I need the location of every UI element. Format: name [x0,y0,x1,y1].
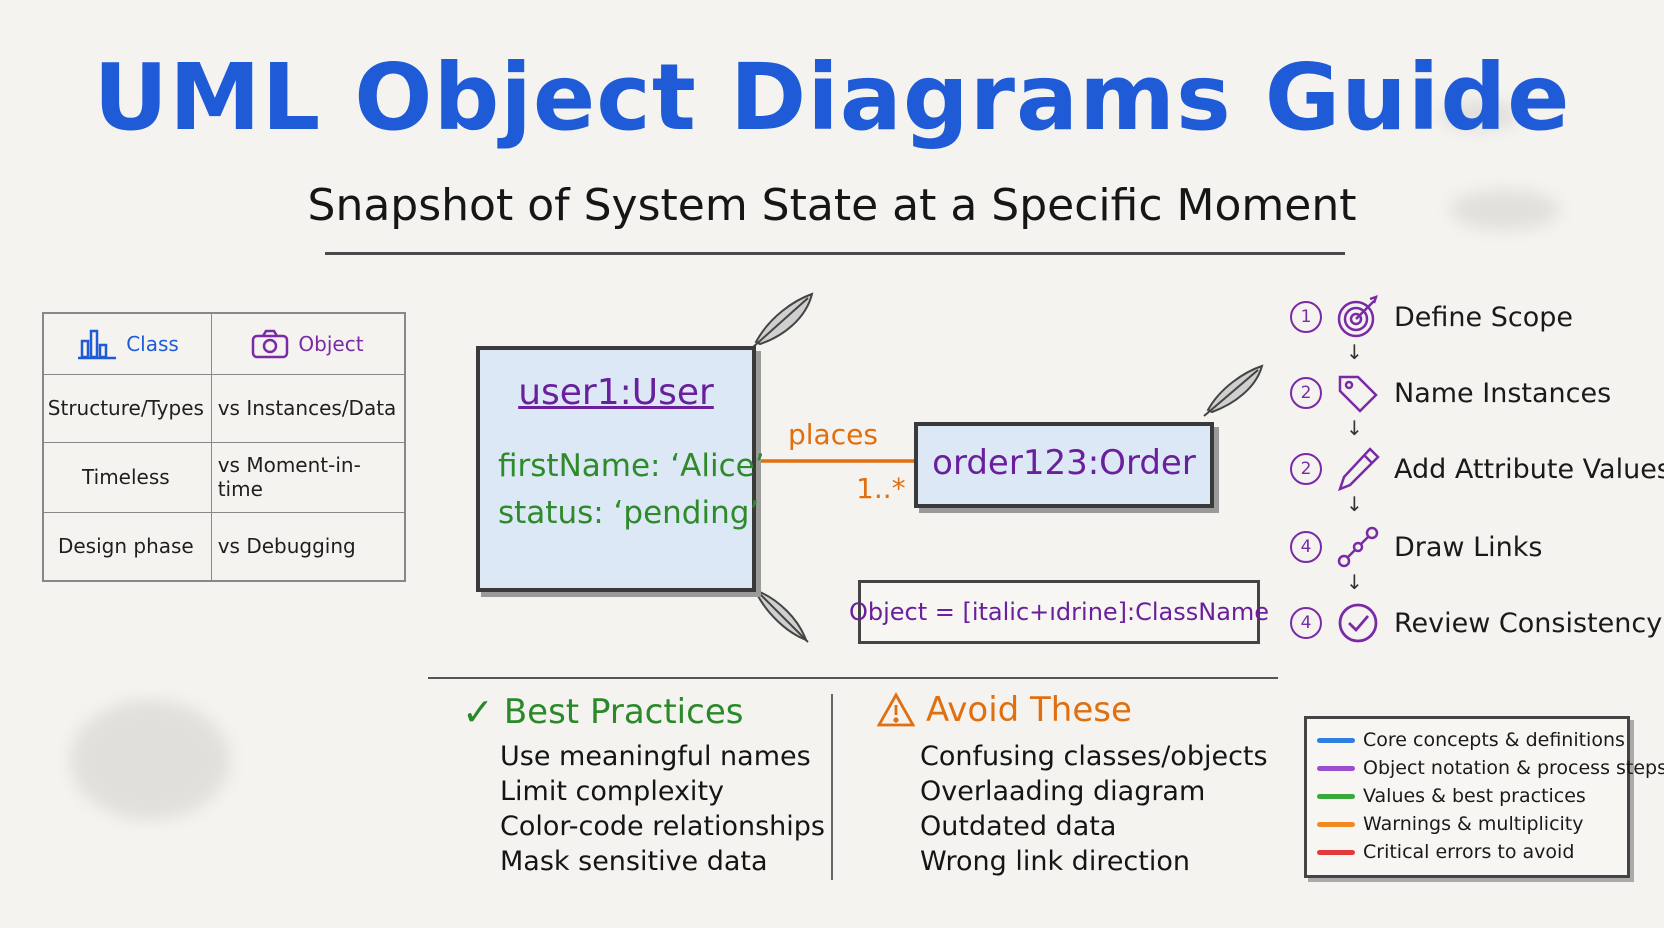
tag-icon [1338,375,1378,413]
class-header-label: Class [126,332,179,356]
step-label: Draw Links [1394,531,1543,563]
list-item: Outdated data [920,811,1117,842]
step-label: Add Attribute Values [1394,453,1664,485]
legend-item: Critical errors to avoid [1317,839,1574,865]
pencil-icon [1337,447,1380,492]
class-header: Class [44,327,211,361]
step-arrow-icon: ↓ [1346,340,1363,364]
smudge-top-right [1440,100,1520,130]
table-column-divider [211,314,212,580]
legend-swatch [1317,793,1355,799]
table-cell: vs Debugging [217,534,356,558]
order-object-name: order123:Order [932,443,1196,483]
step-label: Define Scope [1394,301,1573,333]
list-item: Color-code relationships [500,811,825,842]
user-attribute-status: status: ‘pending’ [498,495,760,531]
avoid-list: Confusing classes/objects Overlaading di… [920,739,1268,879]
feather-icon [751,292,814,349]
step-label: Name Instances [1394,377,1612,409]
list-item: Overlaading diagram [920,776,1206,807]
link-multiplicity: 1..* [856,472,906,505]
user-attribute-firstname: firstName: ‘Alice’ [498,448,765,484]
table-rule [44,374,404,375]
table-cell: vs Moment-in-time [217,453,361,501]
table-cell: vs Instances/Data [217,396,397,420]
step-number: 1 [1290,301,1322,333]
legend-item: Warnings & multiplicity [1317,811,1584,837]
target-icon [1337,295,1378,338]
best-practices-heading: ✓ Best Practices [462,690,743,734]
table-header-row: Class Object [44,314,404,374]
class-vs-object-table: Class Object Structure/Types vs Instance… [42,312,406,582]
step-arrow-icon: ↓ [1346,416,1363,440]
step-number: 2 [1290,453,1322,485]
warning-icon [876,692,916,727]
object-header-label: Object [298,332,364,356]
step-review-consistency: 4 Review Consistency [1290,598,1662,648]
link-label: places [788,418,878,451]
list-item: Mask sensitive data [500,846,768,877]
camera-icon [252,329,289,359]
best-practices-title: Best Practices [503,692,744,732]
step-number: 4 [1290,531,1322,563]
step-number: 4 [1290,607,1322,639]
feather-icon [1203,364,1264,417]
list-item: Use meaningful names [500,741,811,772]
object-header: Object [211,328,403,360]
feather-icon [753,587,809,643]
bar-chart-icon [78,329,117,360]
smudge-left [70,700,230,820]
table-row: Design phase vs Debugging [44,514,404,578]
list-item: Wrong link direction [920,846,1190,877]
table-cell: Timeless [82,465,170,489]
legend-swatch [1317,849,1355,855]
user-object-name: user1:User [518,372,714,413]
avoid-heading: Avoid These [876,690,1132,730]
list-item: Confusing classes/objects [920,741,1268,772]
table-rule [44,442,404,443]
step-add-attribute-values: 2 Add Attribute Values [1290,444,1664,494]
legend-swatch [1317,821,1355,827]
legend-label: Core concepts & definitions [1363,729,1625,751]
legend-label: Values & best practices [1363,785,1586,807]
legend-item: Object notation & process steps [1317,755,1664,781]
section-divider [428,677,1278,679]
notation-box: Object = [italic+ıdrine]:ClassName [849,580,1269,644]
step-arrow-icon: ↓ [1346,570,1363,594]
color-legend: Core concepts & definitions Object notat… [1304,716,1664,878]
table-row: Timeless vs Moment-in-time [44,444,404,510]
list-item: Limit complexity [500,776,725,807]
legend-item: Core concepts & definitions [1317,727,1625,753]
step-label: Review Consistency [1394,607,1663,639]
smudge-right [1450,190,1560,230]
step-draw-links: 4 Draw Links [1290,522,1542,572]
legend-item: Values & best practices [1317,783,1586,809]
column-divider [831,694,833,880]
order-object-box: order123:Order [914,422,1214,508]
avoid-title: Avoid These [926,690,1132,730]
step-define-scope: 1 Define Scope [1290,292,1573,342]
table-rule [44,512,404,513]
step-arrow-icon: ↓ [1346,492,1363,516]
legend-swatch [1317,765,1355,771]
checkmark-icon: ✓ [462,690,494,734]
legend-swatch [1317,737,1355,743]
legend-label: Critical errors to avoid [1363,841,1575,863]
page-title: UML Object Diagrams Guide [93,44,1571,151]
link-icon [1337,526,1379,568]
legend-label: Warnings & multiplicity [1363,813,1584,835]
table-cell: Design phase [57,534,194,558]
legend-label: Object notation & process steps [1363,757,1664,779]
check-circle-icon [1338,603,1378,643]
table-row: Structure/Types vs Instances/Data [44,376,404,440]
step-name-instances: 2 Name Instances [1290,368,1611,418]
subtitle-underline [325,252,1345,255]
step-number: 2 [1290,377,1322,409]
user-object-box: user1:User firstName: ‘Alice’ status: ‘p… [476,346,765,592]
page-subtitle: Snapshot of System State at a Specific M… [307,180,1357,231]
table-cell: Structure/Types [47,396,204,420]
best-practices-list: Use meaningful names Limit complexity Co… [500,739,825,879]
